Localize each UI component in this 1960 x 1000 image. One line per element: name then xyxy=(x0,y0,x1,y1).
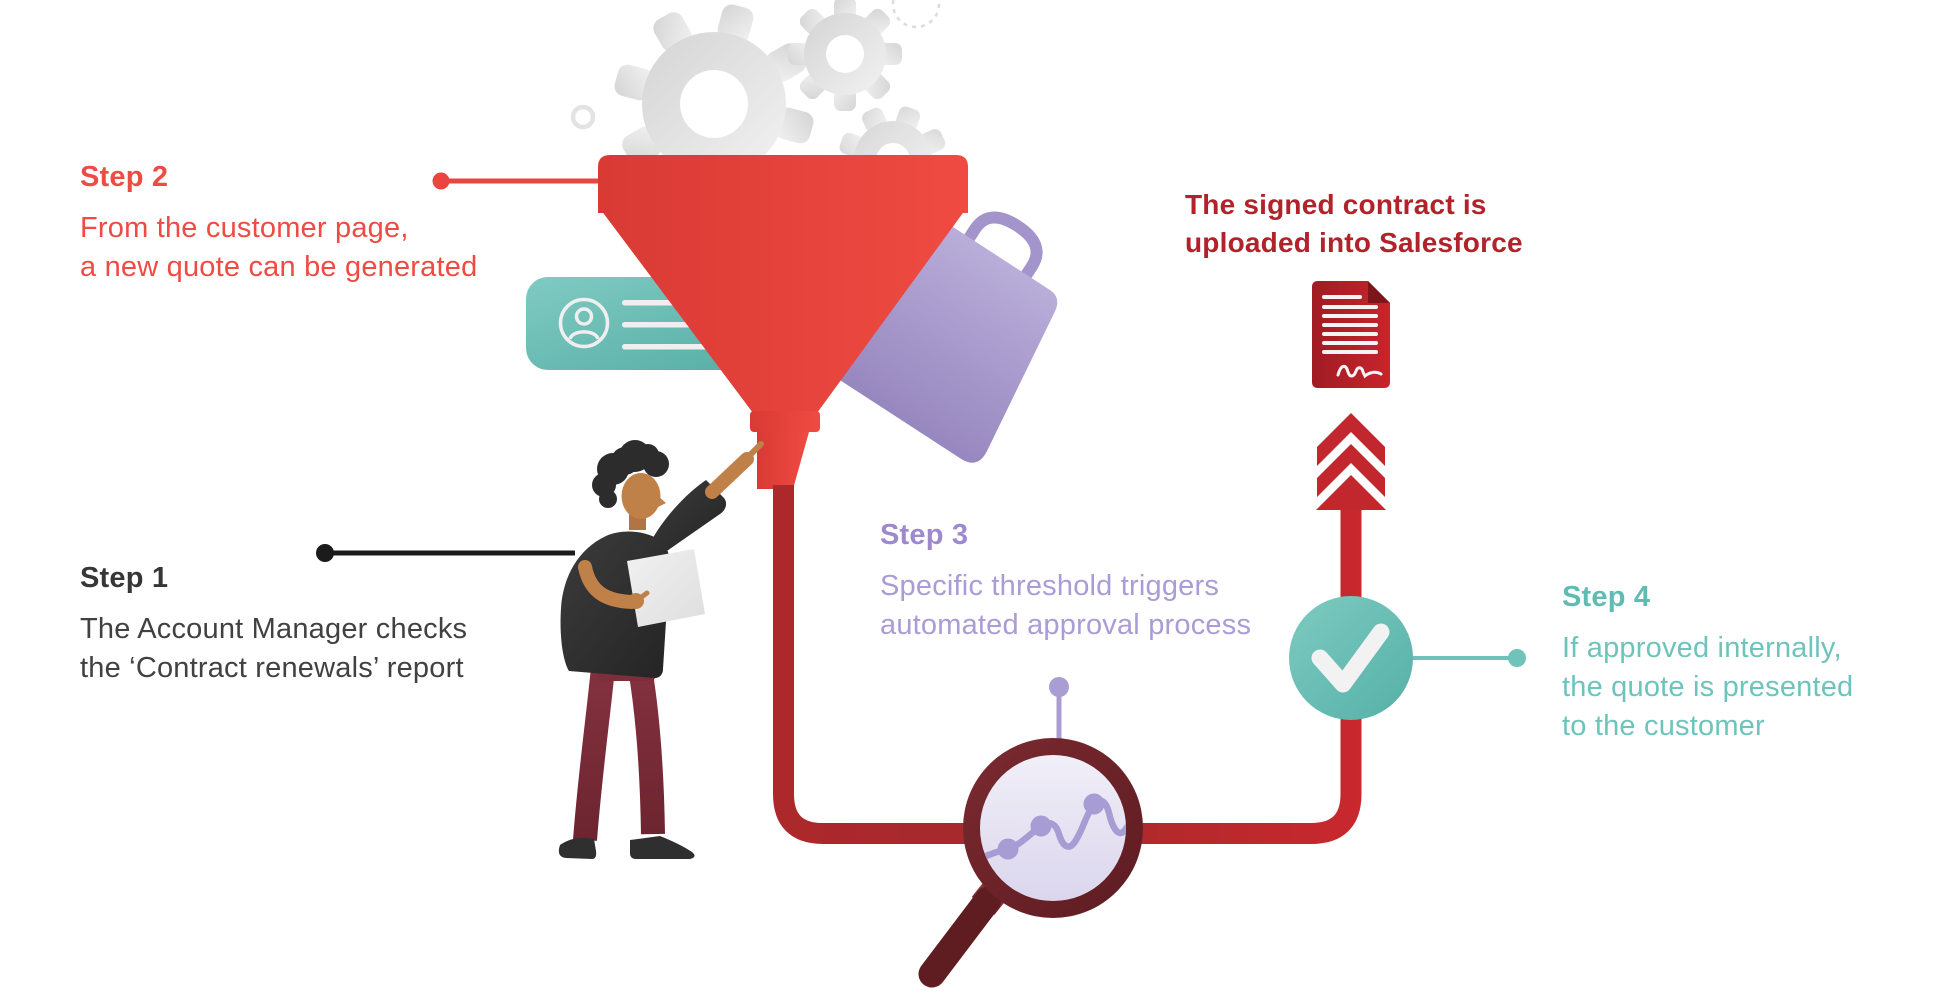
step1-line1: The Account Manager checks xyxy=(80,613,468,645)
left-arm xyxy=(578,560,639,609)
paper-sheet xyxy=(627,549,705,627)
callout-line1: The signed contract is xyxy=(1185,189,1487,220)
magnifier-chart-icon xyxy=(918,738,1143,988)
dotted-circle-decoration xyxy=(891,0,941,29)
forearm xyxy=(705,452,754,499)
callout-line2: uploaded into Salesforce xyxy=(1185,227,1523,258)
right-shoe xyxy=(630,836,695,859)
step4-line3: to the customer xyxy=(1562,710,1765,742)
step2-line1: From the customer page, xyxy=(80,212,409,244)
step2-text: Step 2 From the customer page, a new quo… xyxy=(80,162,477,287)
contract-document-icon xyxy=(1312,281,1390,388)
pointing-finger xyxy=(744,441,764,461)
up-arrows-icon xyxy=(1316,413,1386,510)
step4-heading: Step 4 xyxy=(1562,581,1651,613)
step3-line2: automated approval process xyxy=(880,609,1252,641)
right-leg xyxy=(628,666,665,835)
curly-hair xyxy=(592,440,669,508)
signed-contract-callout: The signed contract is uploaded into Sal… xyxy=(1185,186,1523,262)
document-text-lines xyxy=(1322,295,1378,354)
shopping-bag-icon xyxy=(818,211,1058,463)
step4-line2: the quote is presented xyxy=(1562,671,1854,703)
head xyxy=(621,473,661,519)
thumb xyxy=(633,590,650,604)
step3-connector xyxy=(1049,677,1069,742)
step4-connector xyxy=(1412,649,1526,667)
signature-squiggle xyxy=(1336,364,1383,379)
person-avatar-icon xyxy=(558,297,610,349)
magnified-line-chart xyxy=(980,793,1126,862)
raised-sleeve xyxy=(650,480,727,555)
step3-text: Step 3 Specific threshold triggers autom… xyxy=(880,520,1251,645)
nose xyxy=(656,495,666,508)
step3-line1: Specific threshold triggers xyxy=(880,570,1220,602)
step1-connector xyxy=(316,544,575,562)
check-circle-icon xyxy=(1289,596,1413,720)
step2-line2: a new quote can be generated xyxy=(80,251,478,283)
step4-line1: If approved internally, xyxy=(1562,632,1842,664)
step1-text: Step 1 The Account Manager checks the ‘C… xyxy=(80,563,467,688)
step4-text: Step 4 If approved internally, the quote… xyxy=(1562,582,1853,746)
step1-line2: the ‘Contract renewals’ report xyxy=(80,652,464,684)
left-leg xyxy=(573,666,615,841)
funnel-icon xyxy=(598,155,968,489)
magnifier-handle xyxy=(918,886,1002,988)
step2-heading: Step 2 xyxy=(80,161,169,193)
person-illustration xyxy=(558,440,764,859)
step1-heading: Step 1 xyxy=(80,562,169,594)
ring-decoration xyxy=(570,104,596,130)
step2-connector xyxy=(432,172,615,190)
left-shoe xyxy=(558,837,597,859)
folded-corner xyxy=(1368,281,1390,303)
step3-heading: Step 3 xyxy=(880,519,969,551)
